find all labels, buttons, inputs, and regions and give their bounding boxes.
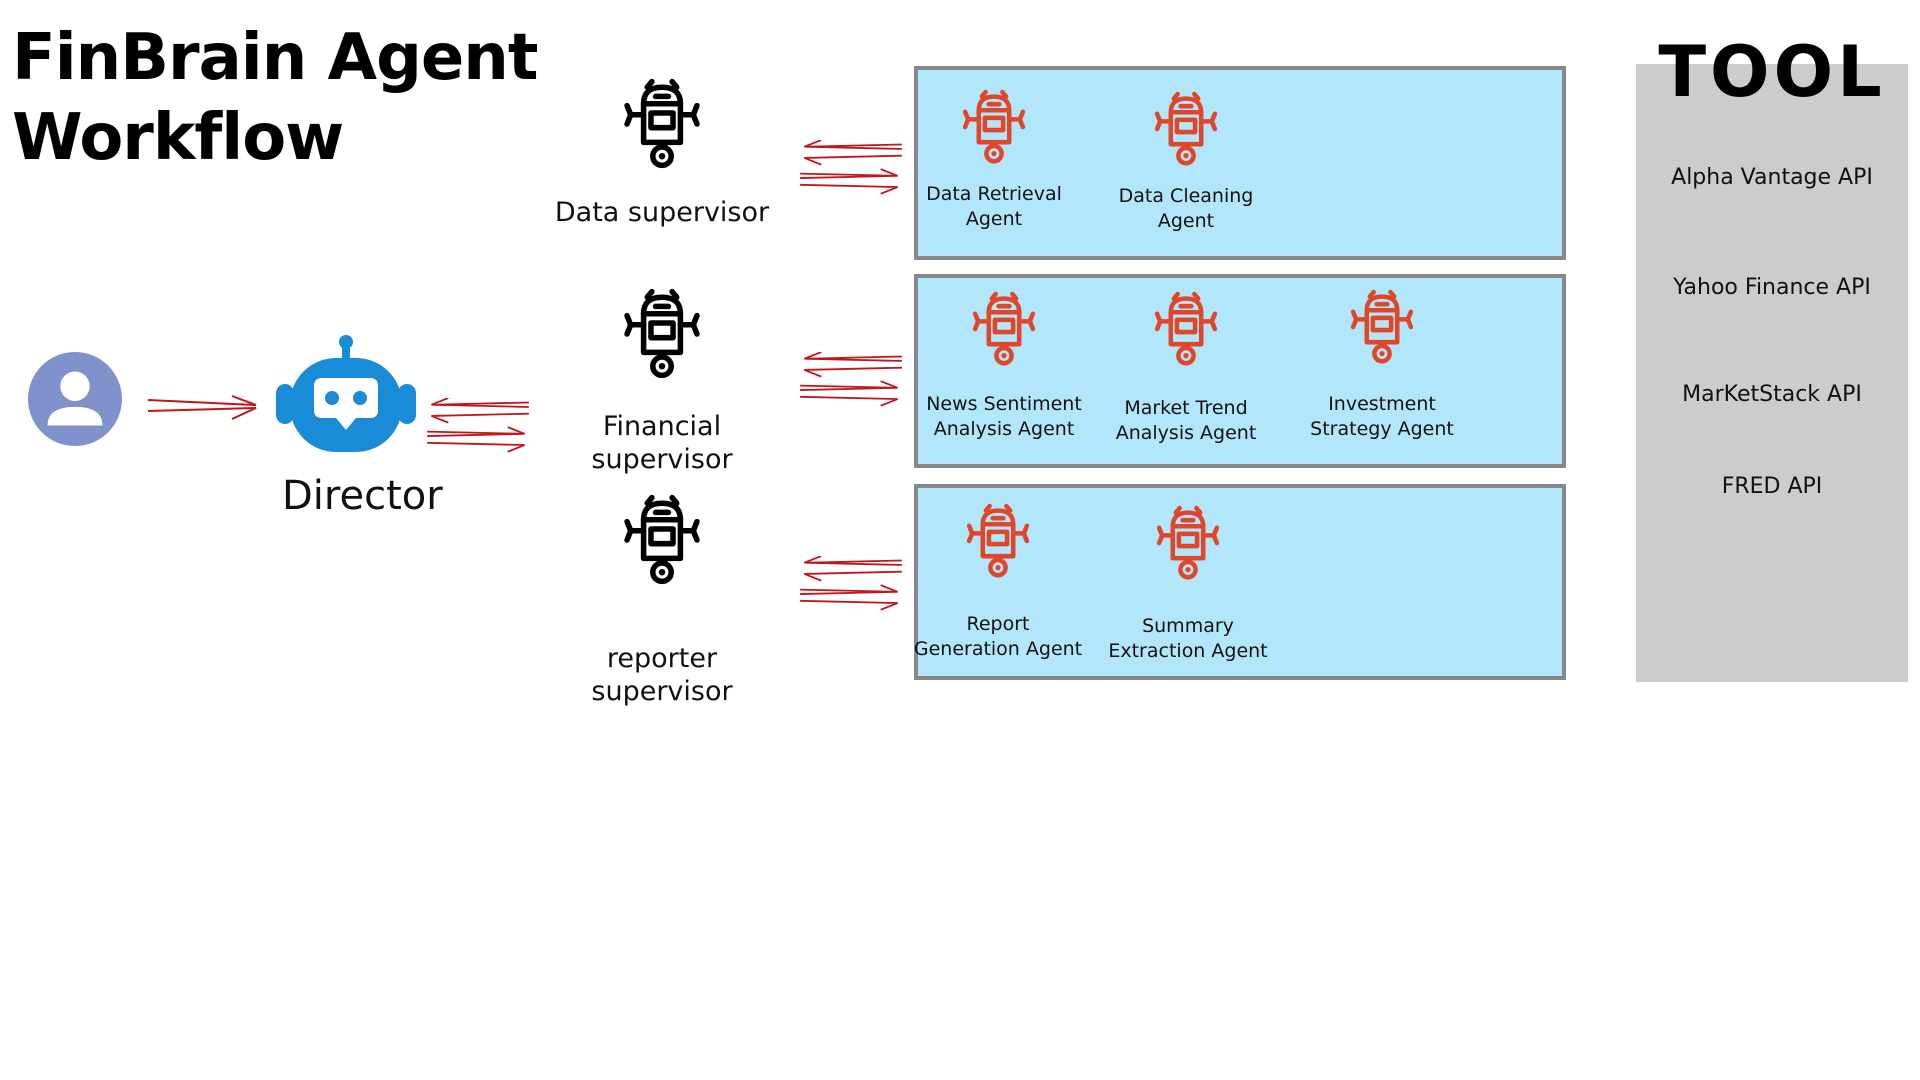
supervisor-reporter xyxy=(616,490,708,590)
arrow-data-supervisor-group xyxy=(798,140,904,196)
supervisor-financial xyxy=(616,284,708,384)
robot-icon xyxy=(616,74,708,174)
supervisor-label-line: supervisor xyxy=(591,676,733,707)
arrow-director-financial-supervisor xyxy=(425,398,531,454)
agent-investment-strategy: Investment Strategy Agent xyxy=(1282,286,1482,442)
supervisor-label-line: Data supervisor xyxy=(554,197,770,228)
robot-icon xyxy=(960,500,1036,582)
title-line-2: Workflow xyxy=(12,101,344,175)
agent-label-line: Market Trend xyxy=(1124,397,1248,419)
arrow-reporter-supervisor-group xyxy=(798,556,904,612)
agent-data-cleaning: Data Cleaning Agent xyxy=(1086,88,1286,234)
agent-label-line: Data Retrieval xyxy=(926,183,1062,205)
agent-label-line: Generation Agent xyxy=(913,638,1083,660)
supervisor-label-line: supervisor xyxy=(591,444,733,475)
agent-label-line: Data Cleaning xyxy=(1118,185,1254,207)
agent-news-sentiment: News Sentiment Analysis Agent xyxy=(904,288,1104,442)
supervisor-data xyxy=(616,74,708,174)
robot-icon xyxy=(966,288,1042,370)
supervisor-label-data: Data supervisor xyxy=(532,196,792,229)
agent-label: News Sentiment Analysis Agent xyxy=(904,392,1104,442)
agent-market-trend: Market Trend Analysis Agent xyxy=(1086,288,1286,446)
tool-title: TOOL xyxy=(1658,31,1886,113)
robot-icon xyxy=(1150,502,1226,584)
user-avatar-icon xyxy=(27,351,123,447)
agent-data-retrieval: Data Retrieval Agent xyxy=(894,86,1094,232)
tool-panel xyxy=(1636,64,1908,682)
agent-label-line: Strategy Agent xyxy=(1310,418,1454,440)
arrow-financial-supervisor-group xyxy=(798,352,904,408)
agent-group-reporter xyxy=(914,484,1566,680)
supervisor-label-line: Financial xyxy=(602,411,722,442)
agent-label-line: News Sentiment xyxy=(926,393,1082,415)
chatbot-icon xyxy=(276,335,416,452)
arrow-user-to-director xyxy=(147,395,257,420)
robot-icon xyxy=(616,490,708,590)
agent-label: Investment Strategy Agent xyxy=(1282,392,1482,442)
tool-item-yahoo-finance: Yahoo Finance API xyxy=(1673,275,1871,300)
agent-group-data xyxy=(914,66,1566,260)
agent-label: Summary Extraction Agent xyxy=(1088,614,1288,664)
agent-label-line: Report xyxy=(966,613,1030,635)
tool-item-fred: FRED API xyxy=(1721,474,1823,499)
agent-label-line: Analysis Agent xyxy=(1115,422,1257,444)
robot-icon xyxy=(1344,286,1420,368)
tool-item-marketstack: MarKetStack API xyxy=(1682,382,1862,407)
agent-label-line: Agent xyxy=(965,208,1023,230)
agent-label-line: Extraction Agent xyxy=(1108,640,1268,662)
title-line-1: FinBrain Agent xyxy=(12,21,538,95)
robot-icon xyxy=(1148,88,1224,170)
supervisor-label-financial: Financial supervisor xyxy=(532,410,792,476)
robot-icon xyxy=(616,284,708,384)
agent-label: Report Generation Agent xyxy=(898,612,1098,662)
agent-label: Data Retrieval Agent xyxy=(894,182,1094,232)
robot-icon xyxy=(1148,288,1224,370)
agent-label-line: Agent xyxy=(1157,210,1215,232)
director-label: Director xyxy=(282,473,443,519)
agent-group-financial xyxy=(914,274,1566,468)
agent-label-line: Summary xyxy=(1142,615,1234,637)
diagram-title: FinBrain Agent Workflow xyxy=(12,18,538,178)
agent-report-generation: Report Generation Agent xyxy=(898,500,1098,662)
agent-label: Market Trend Analysis Agent xyxy=(1086,396,1286,446)
agent-summary-extraction: Summary Extraction Agent xyxy=(1088,502,1288,664)
agent-label-line: Investment xyxy=(1328,393,1436,415)
supervisor-label-reporter: reporter supervisor xyxy=(532,642,792,708)
agent-label: Data Cleaning Agent xyxy=(1086,184,1286,234)
supervisor-label-line: reporter xyxy=(606,643,718,674)
robot-icon xyxy=(956,86,1032,168)
agent-label-line: Analysis Agent xyxy=(933,418,1075,440)
tool-item-alpha-vantage: Alpha Vantage API xyxy=(1671,165,1873,190)
